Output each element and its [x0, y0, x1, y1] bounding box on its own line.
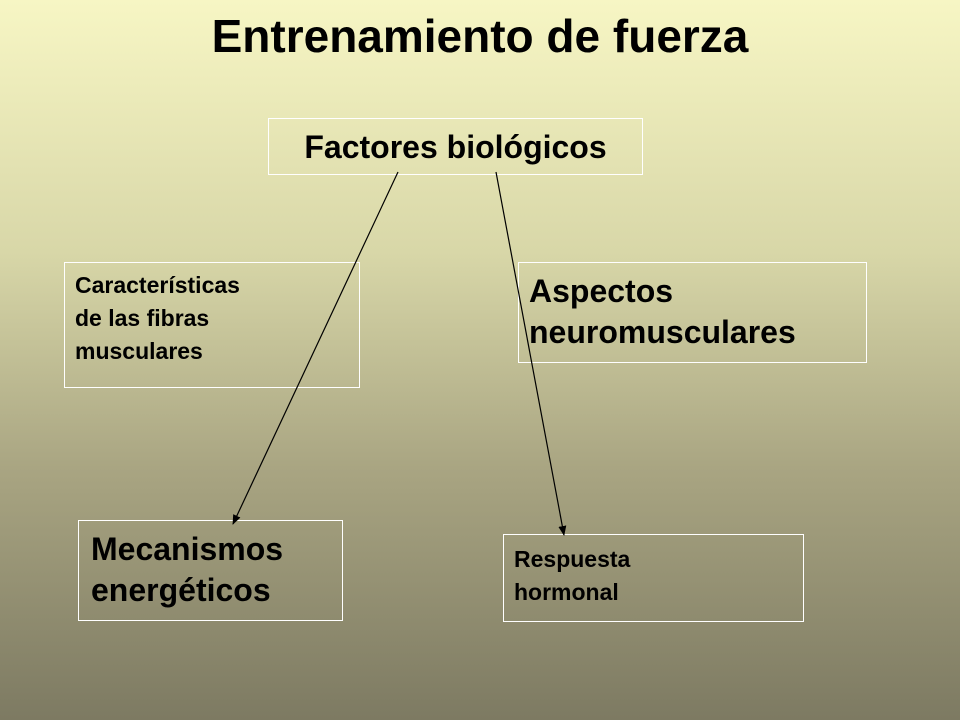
node-label-line: energéticos: [91, 572, 271, 608]
node-label: Factores biológicos: [304, 129, 607, 165]
node-label-line: hormonal: [514, 579, 619, 605]
arrow-to-respuesta-hormonal: [495, 171, 567, 536]
node-label-line: neuromusculares: [529, 314, 796, 350]
node-aspectos-neuromusculares: Aspectos neuromusculares: [518, 262, 867, 363]
node-label-line: Aspectos: [529, 273, 674, 309]
node-mecanismos-energeticos: Mecanismos energéticos: [78, 520, 343, 621]
node-label-line: Características: [75, 272, 240, 298]
node-label-line: Respuesta: [514, 546, 631, 572]
node-caracteristicas-fibras: Características de las fibras musculares: [64, 262, 360, 388]
node-factores-biologicos: Factores biológicos: [268, 118, 643, 175]
node-respuesta-hormonal: Respuesta hormonal: [503, 534, 804, 622]
node-label-line: Mecanismos: [91, 531, 284, 567]
arrow-to-mecanismos-energeticos: [232, 171, 399, 525]
slide-title: Entrenamiento de fuerza: [211, 10, 749, 62]
node-label-line: de las fibras: [75, 305, 210, 331]
node-label-line: musculares: [75, 338, 203, 364]
